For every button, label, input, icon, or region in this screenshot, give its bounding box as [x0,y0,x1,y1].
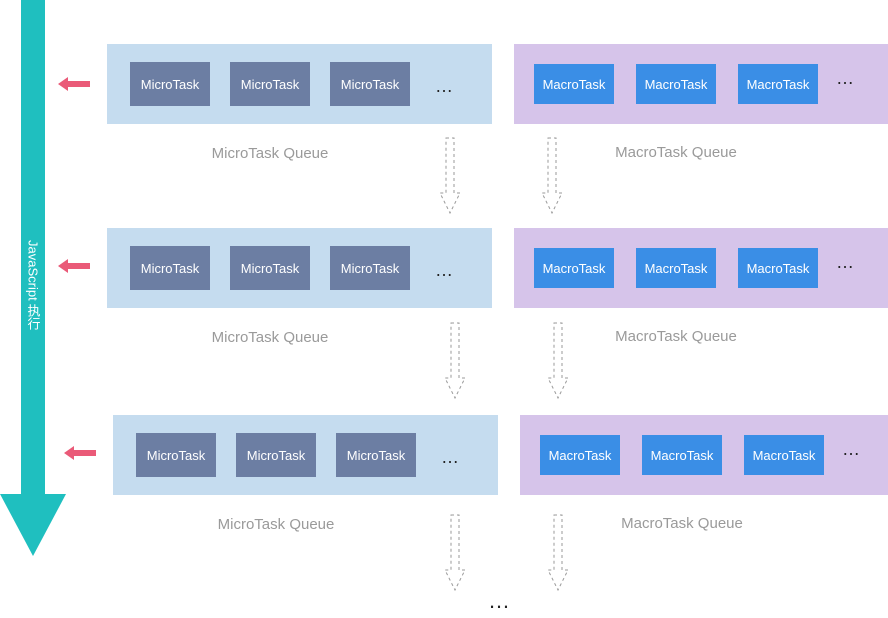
dashed-down-arrow-icon [546,514,570,592]
timeline-arrow-icon [0,0,66,556]
microtask-item: MicroTask [230,246,310,290]
microtask-item: MicroTask [130,62,210,106]
microtask-queue-label: MicroTask Queue [211,145,329,162]
microtask-item: MicroTask [336,433,416,477]
microtask-item: MicroTask [136,433,216,477]
macrotask-item: MacroTask [636,64,716,104]
macrotask-queue: MacroTask MacroTask MacroTask … [520,415,888,495]
microtask-item: MicroTask [230,62,310,106]
microtask-queue: MicroTask MicroTask MicroTask … [113,415,498,495]
macrotask-item: MacroTask [744,435,824,475]
macrotask-queue-label: MacroTask Queue [615,328,737,345]
microtask-queue: MicroTask MicroTask MicroTask … [107,228,492,308]
continuation-ellipsis: … [488,588,510,613]
microtask-queue: MicroTask MicroTask MicroTask … [107,44,492,124]
microtask-item: MicroTask [330,62,410,106]
microtask-ellipsis: … [435,260,453,280]
execution-arrow-icon [62,445,98,461]
microtask-item: MicroTask [130,246,210,290]
macrotask-item: MacroTask [642,435,722,475]
macrotask-queue: MacroTask MacroTask MacroTask … [514,44,888,124]
microtask-queue-label: MicroTask Queue [217,516,335,533]
macrotask-queue: MacroTask MacroTask MacroTask … [514,228,888,308]
dashed-down-arrow-icon [438,137,462,215]
dashed-down-arrow-icon [443,514,467,592]
javascript-execution-timeline: JavaScript 执行 [0,0,66,560]
dashed-down-arrow-icon [443,322,467,400]
microtask-ellipsis: … [441,447,459,467]
macrotask-ellipsis: … [836,68,854,88]
macrotask-ellipsis: … [842,439,860,459]
dashed-down-arrow-icon [540,137,564,215]
microtask-queue-label: MicroTask Queue [211,329,329,346]
macrotask-item: MacroTask [636,248,716,288]
dashed-down-arrow-icon [546,322,570,400]
macrotask-item: MacroTask [534,248,614,288]
microtask-item: MicroTask [330,246,410,290]
macrotask-item: MacroTask [738,248,818,288]
macrotask-queue-label: MacroTask Queue [621,515,743,532]
timeline-label: JavaScript 执行 [25,239,41,331]
macrotask-item: MacroTask [738,64,818,104]
macrotask-item: MacroTask [540,435,620,475]
microtask-item: MicroTask [236,433,316,477]
execution-arrow-icon [56,258,92,274]
execution-arrow-icon [56,76,92,92]
macrotask-queue-label: MacroTask Queue [615,144,737,161]
macrotask-ellipsis: … [836,252,854,272]
microtask-ellipsis: … [435,76,453,96]
macrotask-item: MacroTask [534,64,614,104]
